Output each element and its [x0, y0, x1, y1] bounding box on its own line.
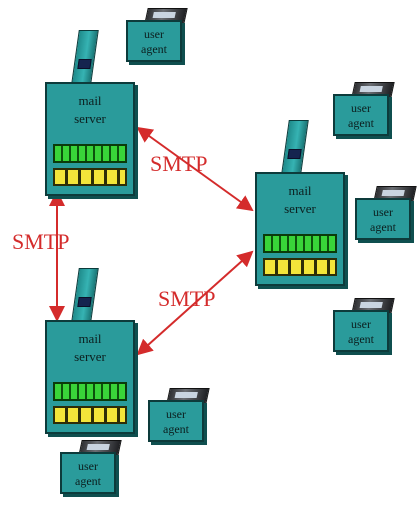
- mail-server-box: mail server: [45, 82, 135, 196]
- ua-line1: user: [351, 317, 371, 331]
- outgoing-queue-icon: [53, 382, 127, 401]
- ua-line1: user: [351, 101, 371, 115]
- mail-server-box: mail server: [255, 172, 345, 286]
- ua-line1: user: [144, 27, 164, 41]
- server-label-line2: server: [74, 111, 106, 126]
- ua-line1: user: [78, 459, 98, 473]
- server-label-line2: server: [284, 201, 316, 216]
- server-label-line2: server: [74, 349, 106, 364]
- ua-line1: user: [166, 407, 186, 421]
- ua-line2: agent: [75, 474, 101, 488]
- server-label-line1: mail: [78, 331, 102, 346]
- outgoing-queue-icon: [53, 144, 127, 163]
- mail-server-box: mail server: [45, 320, 135, 434]
- ua-line1: user: [373, 205, 393, 219]
- mailbox-icon: [263, 258, 337, 276]
- server-label-line1: mail: [288, 183, 312, 198]
- link-right-bottom: [136, 250, 254, 356]
- mailbox-icon: [53, 406, 127, 424]
- smtp-label-left: SMTP: [12, 229, 70, 254]
- ua-line2: agent: [163, 422, 189, 436]
- smtp-label-bottom-right: SMTP: [158, 286, 216, 311]
- link-top-right: [136, 126, 254, 212]
- ua-line2: agent: [348, 116, 374, 130]
- ua-line2: agent: [348, 332, 374, 346]
- ua-line2: agent: [141, 42, 167, 56]
- ua-line2: agent: [370, 220, 396, 234]
- mailbox-icon: [53, 168, 127, 186]
- server-label-line1: mail: [78, 93, 102, 108]
- smtp-label-top-right: SMTP: [150, 151, 208, 176]
- outgoing-queue-icon: [263, 234, 337, 253]
